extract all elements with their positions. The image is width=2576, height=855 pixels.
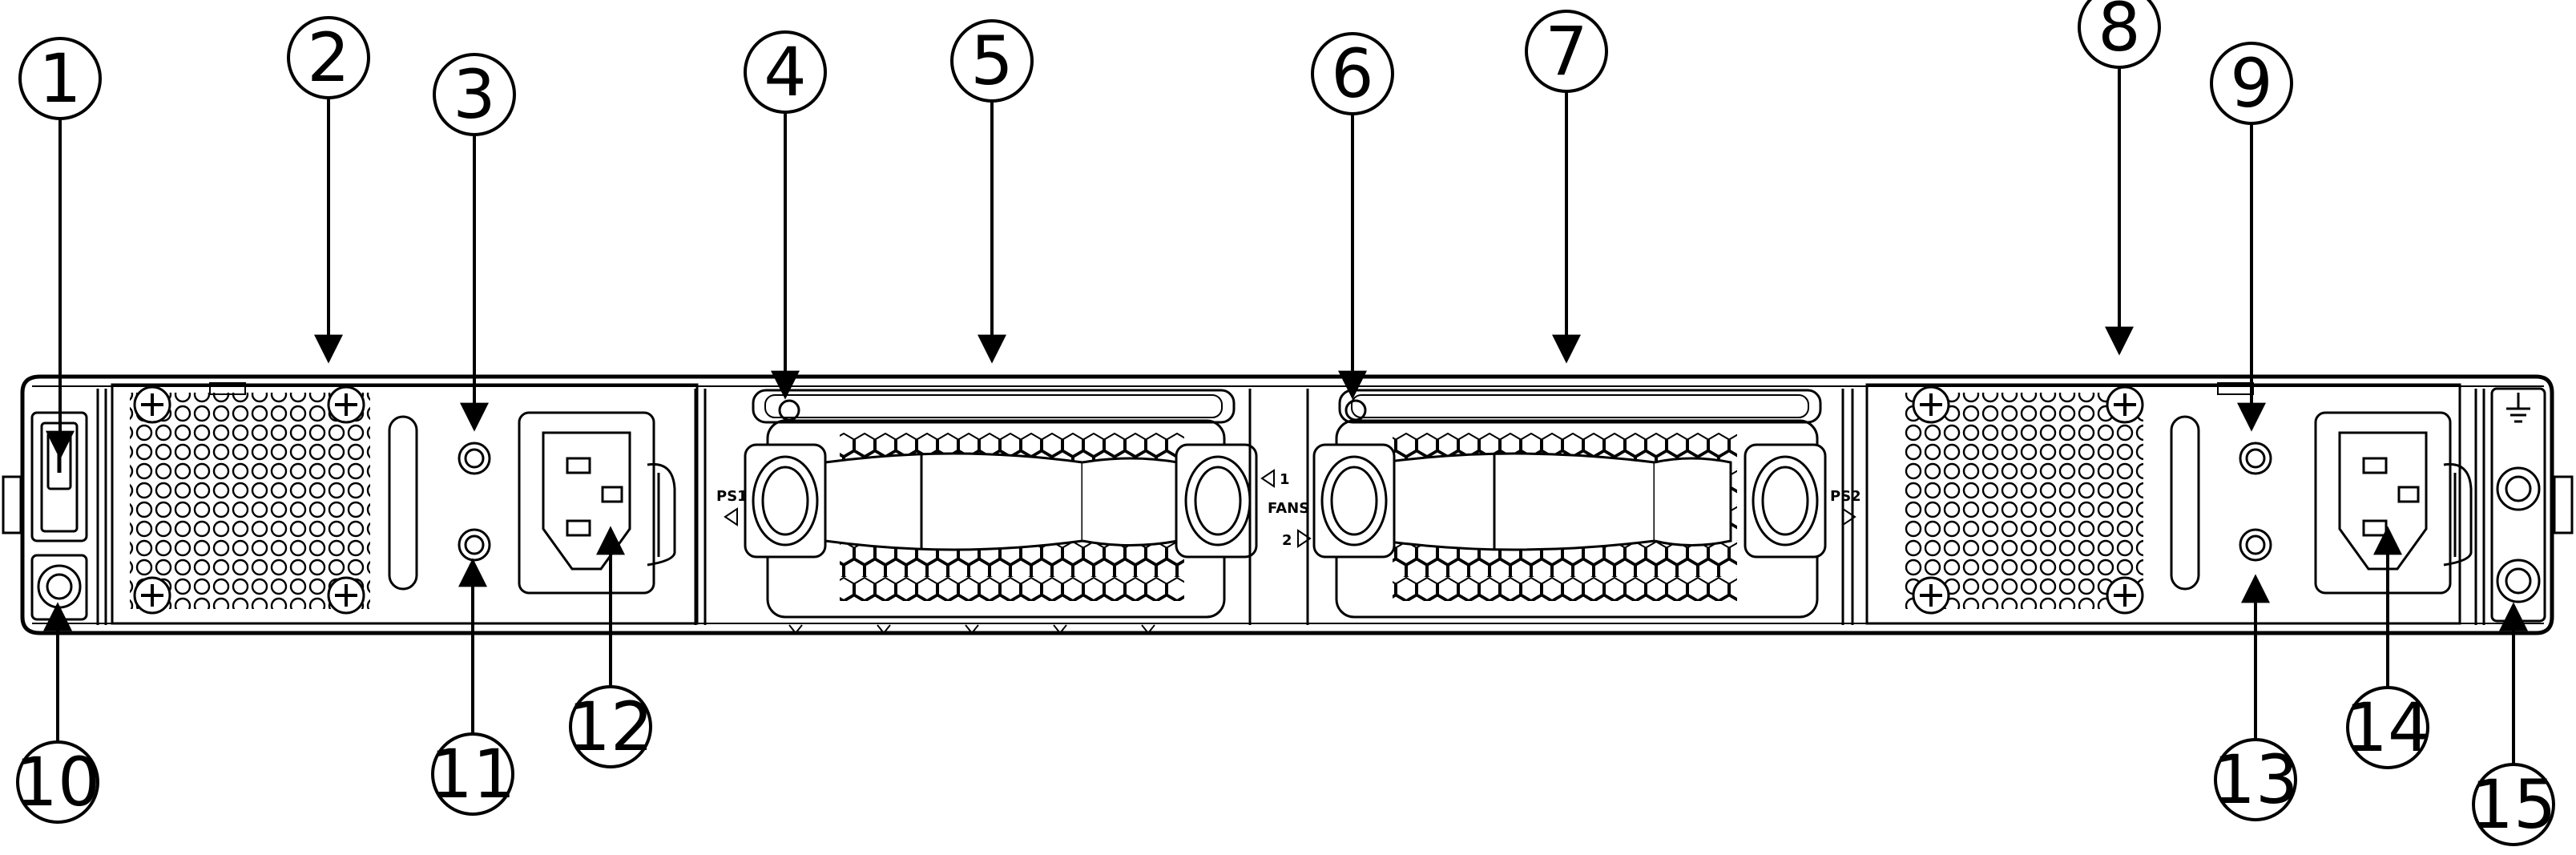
callout-circle-5 <box>950 19 1034 103</box>
fan2-arrow-icon <box>1297 529 1312 548</box>
callout-circle-14 <box>2346 686 2429 769</box>
psu1-status-led <box>458 442 491 475</box>
callout-number-13: 13 <box>2213 740 2299 819</box>
panel-labels: PS1 1 FANS 2 PS2 <box>716 469 1861 549</box>
callout-circle-15 <box>2472 763 2555 846</box>
callout-2: 2 <box>287 16 370 364</box>
fan2-left-grip[interactable] <box>1312 443 1396 559</box>
ps2-arrow-icon <box>1842 507 1856 526</box>
callout-10: 10 <box>15 602 101 824</box>
psu1-handle-slot[interactable] <box>388 415 418 591</box>
callout-circle-3 <box>433 53 516 136</box>
callout-8: 8 <box>2078 0 2161 356</box>
fan-module-2 <box>1312 389 1854 625</box>
callout-circle-1 <box>18 37 102 120</box>
psu1-screws <box>133 385 365 615</box>
fan-module-1 <box>744 389 1258 635</box>
fan2-label: 2 <box>1282 532 1292 549</box>
ps1-arrow-icon <box>724 507 738 526</box>
callout-number-14: 14 <box>2345 688 2431 767</box>
callout-13: 13 <box>2213 574 2299 821</box>
callout-circle-4 <box>744 30 827 114</box>
callout-1: 1 <box>18 37 102 460</box>
callout-circle-7 <box>1525 10 1608 93</box>
callout-number-2: 2 <box>307 18 349 97</box>
callout-14: 14 <box>2345 526 2431 769</box>
callout-3: 3 <box>433 53 516 432</box>
callout-circle-12 <box>569 685 652 768</box>
callout-4: 4 <box>744 30 827 400</box>
callout-circle-10 <box>16 740 99 824</box>
ps2-label: PS2 <box>1830 488 1861 505</box>
psu1-power-inlet[interactable] <box>518 411 676 595</box>
fan2-right-grip[interactable] <box>1744 443 1827 559</box>
callout-circle-13 <box>2214 738 2297 821</box>
psu2-handle-slot[interactable] <box>2170 415 2200 591</box>
callout-number-9: 9 <box>2230 44 2272 123</box>
fan-bay-divider <box>1248 389 1309 625</box>
callout-number-10: 10 <box>15 743 101 821</box>
power-supply-1 <box>111 382 707 625</box>
ground-lug-lower <box>2496 559 2541 603</box>
psu1-fault-led <box>458 528 491 562</box>
psu2-screws <box>1912 385 2144 615</box>
callout-circle-2 <box>287 16 370 99</box>
fan1-right-grip[interactable] <box>1175 443 1258 559</box>
callout-circle-6 <box>1311 32 1394 115</box>
callout-number-4: 4 <box>764 33 806 111</box>
callout-6: 6 <box>1311 32 1394 400</box>
fan1-left-grip[interactable] <box>744 443 827 559</box>
callout-7: 7 <box>1525 10 1608 364</box>
callout-number-12: 12 <box>568 688 654 766</box>
callout-12: 12 <box>568 526 654 768</box>
callout-number-11: 11 <box>430 735 516 813</box>
power-supply-2 <box>1865 382 2485 625</box>
callout-number-8: 8 <box>2098 0 2140 67</box>
callout-9: 9 <box>2210 42 2293 432</box>
fans-label: FANS <box>1268 500 1309 517</box>
callout-11: 11 <box>430 558 516 816</box>
psu2-status-led <box>2239 442 2272 475</box>
ground-symbol-icon <box>2506 393 2530 423</box>
callout-number-15: 15 <box>2471 765 2557 844</box>
ground-lug-upper <box>2496 466 2541 511</box>
callout-circle-9 <box>2210 42 2293 125</box>
callout-number-1: 1 <box>38 39 81 118</box>
callout-number-6: 6 <box>1331 34 1373 113</box>
right-ground-module <box>2490 387 2546 623</box>
callout-circle-8 <box>2078 0 2161 69</box>
callout-5: 5 <box>950 19 1034 364</box>
left-control-module <box>30 389 107 625</box>
fan1-arrow-icon <box>1260 469 1275 488</box>
callout-number-5: 5 <box>970 22 1013 100</box>
callout-number-7: 7 <box>1545 12 1587 91</box>
psu2-fault-led <box>2239 528 2272 562</box>
psu2-power-inlet[interactable] <box>2314 411 2473 595</box>
callout-circle-11 <box>431 732 514 816</box>
ps1-label: PS1 <box>716 488 748 505</box>
callout-number-3: 3 <box>453 55 495 134</box>
fan1-label: 1 <box>1280 471 1290 488</box>
fan2-status-led <box>1344 399 1367 421</box>
callout-15: 15 <box>2471 602 2557 846</box>
